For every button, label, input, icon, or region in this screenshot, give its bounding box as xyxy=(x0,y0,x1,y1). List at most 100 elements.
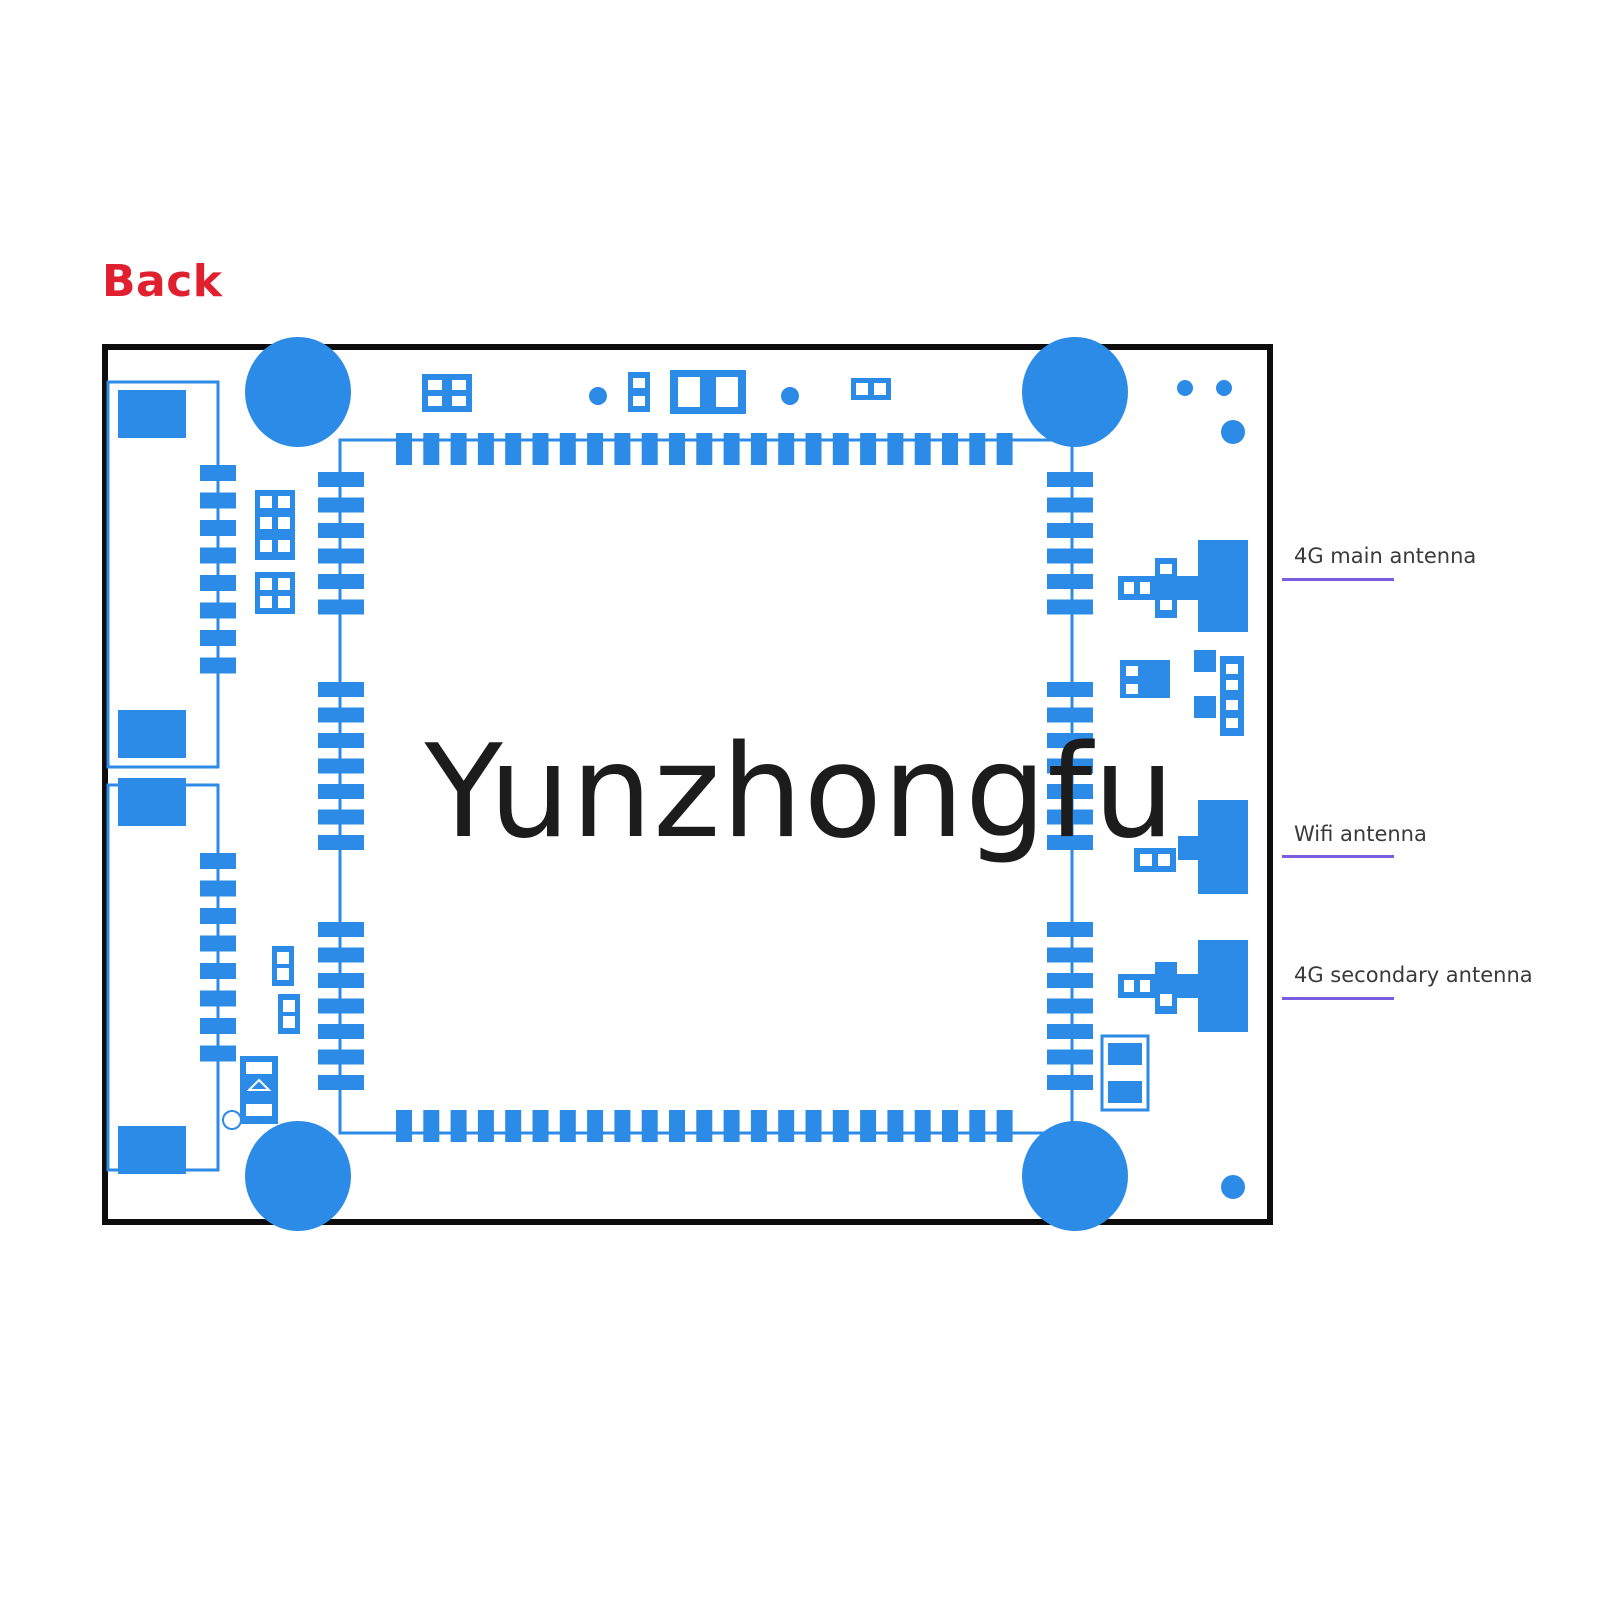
module-pin-bottom xyxy=(505,1110,522,1142)
module-pin-bottom xyxy=(532,1110,549,1142)
module-pin-bottom xyxy=(832,1110,849,1142)
module-pin-top xyxy=(559,433,576,465)
module-pin-bottom xyxy=(423,1110,440,1142)
module-pin-left xyxy=(318,1024,364,1039)
module-pin-right xyxy=(1047,682,1093,697)
module-pin-top xyxy=(832,433,849,465)
module-pin-left xyxy=(318,835,364,850)
module-pin-left xyxy=(318,733,364,748)
module-pin-top xyxy=(450,433,467,465)
left-component-cutouts xyxy=(246,496,295,1116)
module-pin-top xyxy=(423,433,440,465)
antenna-main-circuit xyxy=(1118,540,1248,632)
module-pin-left xyxy=(318,922,364,937)
right-component-cutouts xyxy=(1124,564,1238,1006)
module-pin-left xyxy=(318,707,364,723)
module-pin-bottom xyxy=(860,1110,877,1142)
module-pin-right xyxy=(1047,707,1093,723)
connector-pin xyxy=(200,657,236,674)
module-pin-right xyxy=(1047,599,1093,615)
module-pin-top xyxy=(996,433,1013,465)
module-pin-left xyxy=(318,947,364,963)
connector-pin xyxy=(200,963,236,979)
callout-wifi-antenna: Wifi antenna xyxy=(1294,822,1427,846)
antenna-secondary-circuit xyxy=(1118,940,1248,1032)
connector-pin xyxy=(200,908,236,924)
mounting-hole-bottom-left xyxy=(245,1121,351,1231)
callout-line-4g-main xyxy=(1282,578,1394,581)
module-pin-top xyxy=(669,433,685,465)
module-pin-left xyxy=(318,1049,364,1065)
callout-line-4g-secondary xyxy=(1282,997,1394,1000)
module-pin-top xyxy=(396,433,412,465)
callout-line-wifi xyxy=(1282,855,1394,858)
module-pin-top xyxy=(614,433,631,465)
module-pin-left xyxy=(318,548,364,564)
board-outline xyxy=(102,344,1273,1225)
module-pin-left xyxy=(318,599,364,615)
module-pin-left xyxy=(318,998,364,1014)
module-pin-top xyxy=(477,433,494,465)
connector-pin xyxy=(200,880,236,897)
module-pin-top xyxy=(723,433,740,465)
module-pin-bottom xyxy=(450,1110,467,1142)
module-pins-left xyxy=(318,472,364,1090)
module-pin-bottom xyxy=(805,1110,822,1142)
module-pin-top xyxy=(914,433,931,465)
module-pin-right xyxy=(1047,998,1093,1014)
connector-pin xyxy=(200,465,236,481)
module-pin-bottom xyxy=(914,1110,931,1142)
module-pin-bottom xyxy=(614,1110,631,1142)
callout-4g-secondary-antenna: 4G secondary antenna xyxy=(1294,963,1533,987)
module-pin-top xyxy=(641,433,658,465)
module-pin-bottom xyxy=(996,1110,1013,1142)
module-pin-right xyxy=(1047,973,1093,988)
right-capacitor xyxy=(1100,1034,1150,1112)
module-pin-right xyxy=(1047,472,1093,487)
module-pin-top xyxy=(805,433,822,465)
left-connector-blocks xyxy=(118,390,186,1174)
module-pin-left xyxy=(318,1075,364,1090)
module-pin-left xyxy=(318,574,364,589)
module-pin-top xyxy=(860,433,877,465)
module-pin-top xyxy=(887,433,904,465)
module-pin-right xyxy=(1047,497,1093,513)
connector-pin xyxy=(200,853,236,869)
module-pin-top xyxy=(696,433,713,465)
module-pin-bottom xyxy=(396,1110,412,1142)
connector-pin xyxy=(200,1045,236,1062)
module-pin-right xyxy=(1047,947,1093,963)
top-component-cutouts xyxy=(428,377,886,407)
module-pin-top xyxy=(505,433,522,465)
module-pin-right xyxy=(1047,548,1093,564)
module-pins-right xyxy=(1047,472,1093,1090)
module-pin-right xyxy=(1047,1024,1093,1039)
module-pin-left xyxy=(318,758,364,774)
module-pin-bottom xyxy=(477,1110,494,1142)
module-pin-bottom xyxy=(641,1110,658,1142)
module-pin-right xyxy=(1047,1075,1093,1090)
module-pin-left xyxy=(318,497,364,513)
watermark-text: Yunzhongfu xyxy=(424,718,1176,867)
module-pins-bottom xyxy=(396,1110,1013,1142)
connector-pin xyxy=(200,547,236,564)
callout-4g-main-antenna: 4G main antenna xyxy=(1294,544,1477,568)
pin1-marker xyxy=(222,1110,242,1130)
module-pin-bottom xyxy=(887,1110,904,1142)
connector-pin xyxy=(200,630,236,646)
module-pin-left xyxy=(318,784,364,799)
module-pin-left xyxy=(318,523,364,538)
module-pin-bottom xyxy=(778,1110,795,1142)
connector-pin xyxy=(200,935,236,952)
mounting-holes xyxy=(245,337,1128,1231)
module-pin-right xyxy=(1047,523,1093,538)
left-connector-pins-bottom xyxy=(200,853,236,1062)
module-pin-right xyxy=(1047,835,1093,850)
module-pin-top xyxy=(532,433,549,465)
module-pin-right xyxy=(1047,1049,1093,1065)
module-pins-top xyxy=(396,433,1013,465)
module-pin-top xyxy=(750,433,767,465)
module-pin-bottom xyxy=(696,1110,713,1142)
back-heading: Back xyxy=(102,256,223,307)
